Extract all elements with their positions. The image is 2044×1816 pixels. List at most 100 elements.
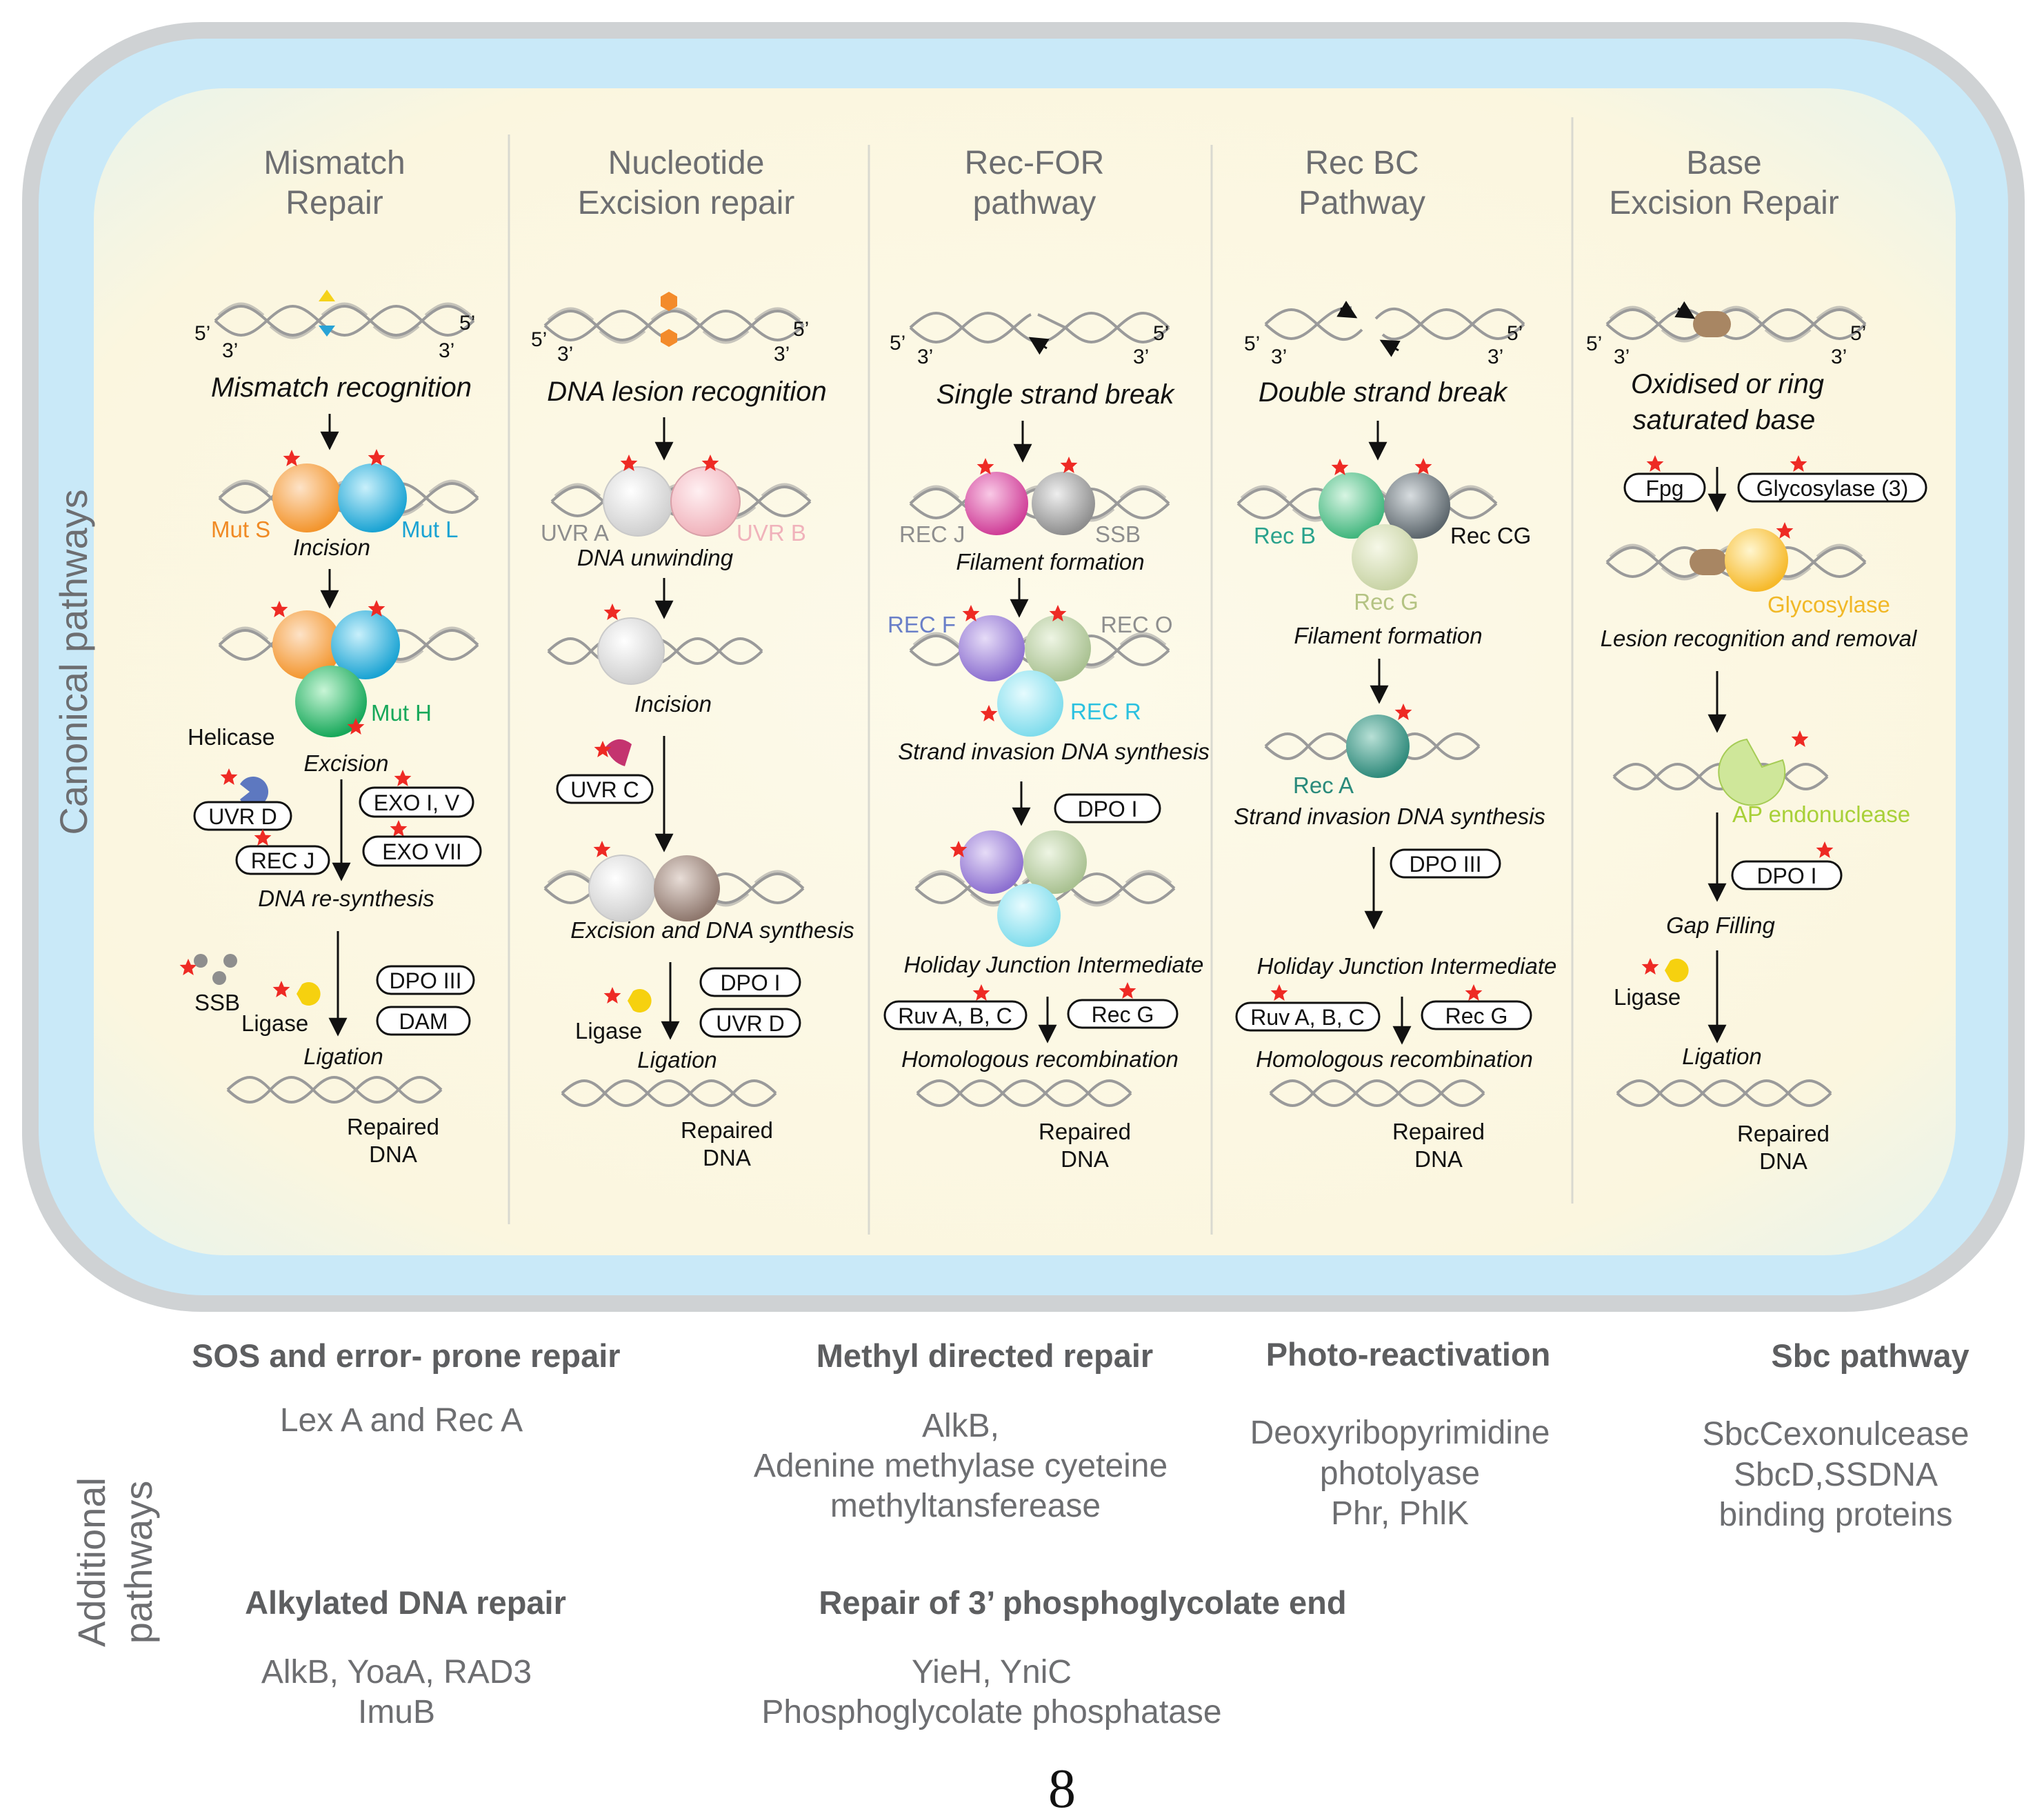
dna-label: DNA	[703, 1145, 751, 1170]
filament-formation-step: Filament formation	[1294, 623, 1482, 648]
dam-box	[376, 1006, 471, 1036]
mismatch-title-2: Repair	[285, 185, 383, 221]
methyl-heading: Methyl directed repair	[816, 1337, 1153, 1374]
rec-b-protein	[1319, 472, 1385, 539]
lesion-top	[661, 292, 677, 311]
rec-o-protein	[1023, 830, 1087, 894]
oxidised-base-step-2: saturated base	[1633, 405, 1816, 435]
ligation-step: Ligation	[303, 1044, 383, 1069]
repaired-label: Repaired	[1039, 1119, 1131, 1144]
exo-i-v-box	[359, 786, 474, 818]
mismatch-recognition-step: Mismatch recognition	[211, 372, 472, 403]
strand-invasion-step: Strand invasion DNA synthesis	[898, 739, 1210, 764]
rec-r-protein	[997, 670, 1063, 737]
dna-helix	[909, 312, 1170, 343]
arrow	[1028, 337, 1050, 355]
dna-label: DNA	[1414, 1146, 1463, 1172]
filament-formation-step: Filament formation	[956, 549, 1144, 575]
glycosylase-label: Glycosylase	[1767, 592, 1890, 617]
prime-3: 3’	[1614, 346, 1630, 368]
prime-5: 5’	[1153, 322, 1169, 345]
fpg-label: Fpg	[1645, 476, 1683, 501]
uvr-a-protein	[603, 466, 673, 537]
repaired-label: Repaired	[1392, 1119, 1485, 1144]
rec-j-label: REC J	[899, 521, 965, 547]
rec-j-box	[235, 845, 330, 875]
ssb-label: SSB	[1095, 521, 1141, 547]
prime-5: 5’	[1850, 322, 1866, 345]
mut-h-label: Mut H	[371, 700, 432, 726]
rec-cg-label: Rec CG	[1450, 523, 1531, 548]
dna-resynthesis-step: DNA re-synthesis	[258, 886, 434, 911]
nucleotide-excision-repair-column: Nucleotide Excision repair 5’ 3’ 5’ 3’ D…	[531, 145, 854, 1170]
additional-pathways-label-1: Additional	[70, 1477, 113, 1647]
mut-l-protein	[338, 463, 407, 532]
removed-base	[1690, 549, 1727, 575]
homologous-recombination-step: Homologous recombination	[1256, 1046, 1533, 1072]
rec-f-protein	[960, 830, 1023, 894]
canonical-pathways-label: Canonical pathways	[52, 489, 95, 835]
phosphoglycolate-heading: Repair of 3’ phosphoglycolate end	[819, 1584, 1346, 1621]
excision-step: Excision	[304, 750, 389, 776]
incision-step: Incision	[634, 691, 712, 717]
prime-5: 5’	[1244, 332, 1260, 355]
excision-synthesis-step: Excision and DNA synthesis	[570, 917, 854, 943]
recbc-title-1: Rec BC	[1305, 145, 1419, 181]
prime-3: 3’	[222, 339, 238, 362]
ligase-label: Ligase	[1614, 984, 1681, 1010]
ap-endonuclease-label: AP endonuclease	[1732, 801, 1910, 827]
homologous-recombination-step: Homologous recombination	[901, 1046, 1179, 1072]
mismatch-base-top	[319, 290, 335, 301]
dpo-iii-label: DPO III	[390, 968, 462, 993]
rec-b-label: Rec B	[1254, 523, 1316, 548]
methyl-text-3: methyltansferease	[830, 1488, 1101, 1524]
ligase-icon	[1665, 959, 1689, 982]
exo-vii-label: EXO VII	[382, 839, 462, 864]
sos-text-1: Lex A and Rec A	[280, 1402, 523, 1439]
rec-g-box	[1067, 999, 1179, 1029]
rec-bc-pathway-column: Rec BC Pathway 5’ 3’ 5’ 3’ Double strand…	[1234, 145, 1556, 1172]
dna-label: DNA	[369, 1141, 417, 1167]
prime-5: 5’	[793, 318, 809, 341]
rec-o-label: REC O	[1101, 612, 1173, 637]
column-dividers	[508, 117, 1574, 1235]
glycosylase-3-box	[1737, 472, 1927, 503]
gap-filling-step: Gap Filling	[1666, 912, 1775, 938]
ssb-protein	[194, 954, 208, 968]
rec-r-protein	[997, 884, 1061, 947]
sos-heading: SOS and error- prone repair	[192, 1337, 621, 1374]
ligase-icon	[628, 989, 652, 1012]
strand-invasion-step: Strand invasion DNA synthesis	[1234, 804, 1545, 829]
dam-label: DAM	[399, 1009, 448, 1034]
arrow	[1336, 301, 1358, 319]
dna-label: DNA	[1061, 1146, 1109, 1172]
ber-title-2: Excision Repair	[1609, 185, 1838, 221]
prime-3: 3’	[1487, 346, 1503, 368]
recfor-title-2: pathway	[973, 185, 1096, 221]
uvr-d-box	[193, 801, 292, 831]
ligation-step: Ligation	[1682, 1044, 1762, 1069]
prime-3: 3’	[439, 339, 454, 362]
ner-title-1: Nucleotide	[608, 145, 765, 181]
mismatch-title-1: Mismatch	[263, 145, 405, 181]
prime-3: 3’	[557, 343, 573, 366]
ap-endonuclease-protein	[1718, 738, 1786, 806]
helicase-label: Helicase	[188, 724, 275, 750]
sbc-text-1: SbcCexonulcease	[1703, 1416, 1970, 1453]
uvr-b-label: UVR B	[737, 520, 806, 546]
page-number: 8	[1048, 1759, 1076, 1816]
glycosylase-3-label: Glycosylase (3)	[1756, 476, 1909, 501]
recfor-title-1: Rec-FOR	[965, 145, 1105, 181]
methyl-text-2: Adenine methylase cyeteine	[754, 1448, 1168, 1484]
prime-3: 3’	[917, 346, 933, 368]
prime-5: 5’	[1586, 332, 1602, 355]
dpo-i-label: DPO I	[1077, 797, 1137, 821]
ligation-step: Ligation	[637, 1047, 717, 1072]
phosphoglycolate-text-2: Phosphoglycolate phosphatase	[761, 1694, 1221, 1730]
ruv-abc-box	[883, 1000, 1028, 1030]
uvr-c-label: UVR C	[570, 777, 639, 802]
arrow	[1674, 301, 1696, 319]
ruv-abc-box	[1235, 1001, 1381, 1032]
holiday-junction-step: Holiday Junction Intermediate	[1257, 953, 1557, 979]
